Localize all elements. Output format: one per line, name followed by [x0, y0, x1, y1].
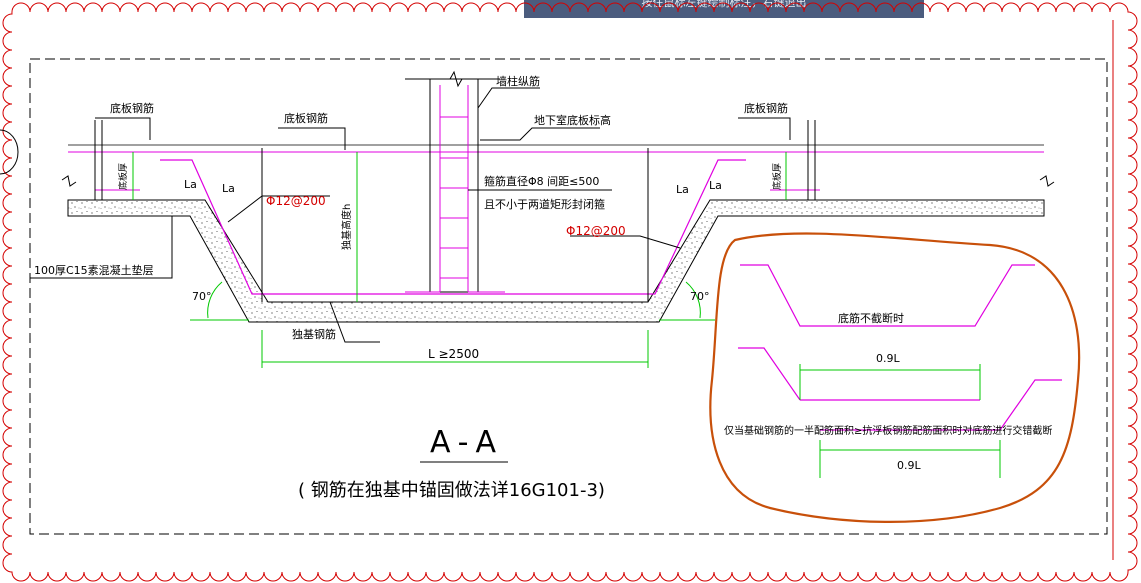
column-break [405, 70, 500, 88]
dim-length [261, 330, 649, 368]
leader-foundation-rebar [329, 301, 380, 343]
leader-cushion [30, 216, 173, 279]
label-bottom-rebar-left: 底板钢筋 [110, 101, 154, 115]
status-hint-text: 按住鼠标左键绘制标注，右键退出 [641, 0, 807, 9]
leader-bottom-rebar-right [738, 117, 791, 140]
break-line-left [61, 175, 77, 187]
leader-rebar-right [570, 235, 681, 249]
callout-case3-note: 仅当基础钢筋的一半配筋面积≥抗浮板钢筋配筋面积时对底筋进行交错截断 [724, 424, 1052, 437]
callout-case2-dim: 0.9L [876, 352, 900, 365]
angle-arc-right [685, 281, 701, 319]
label-stirrup-2: 且不小于两道矩形封闭箍 [484, 197, 605, 211]
leader-rebar-left [227, 195, 330, 223]
label-angle-left: 70° [192, 290, 212, 303]
label-la-3: La [676, 183, 689, 196]
break-line-right [1039, 175, 1055, 187]
leader-column-rebar [477, 87, 540, 109]
label-rebar-left: Φ12@200 [266, 194, 326, 208]
callout-rebar-case2a [738, 347, 801, 401]
label-slab-thickness-right: 底板厚 [771, 163, 783, 190]
label-rebar-right: Φ12@200 [566, 224, 626, 238]
section-title: A-A [430, 425, 496, 460]
callout-dim-case3 [819, 440, 1001, 478]
label-angle-right: 70° [690, 290, 710, 303]
column-stirrups [440, 116, 468, 279]
drawing-frame [29, 58, 1108, 535]
leader-bottom-rebar-mid [278, 127, 346, 150]
callout-rebar-case1 [740, 264, 1035, 327]
label-length: L ≥2500 [428, 347, 479, 361]
label-cushion: 100厚C15素混凝土垫层 [34, 263, 154, 277]
label-la-1: La [184, 178, 197, 191]
label-la-4: La [709, 179, 722, 192]
status-hint-bar: 按住鼠标左键绘制标注，右键退出 [524, 0, 924, 18]
label-bottom-rebar-mid: 底板钢筋 [284, 111, 328, 125]
label-column-rebar: 墙柱纵筋 [496, 74, 540, 88]
concrete-cushion [67, 199, 1045, 323]
callout-dim-case2 [799, 364, 981, 400]
label-bottom-rebar-right: 底板钢筋 [744, 101, 788, 115]
section-subtitle: ( 钢筋在独基中锚固做法详16G101-3) [298, 480, 605, 501]
callout-case3-dim: 0.9L [897, 459, 921, 472]
leader-elevation [480, 127, 600, 141]
label-foundation-height: 独基高度h [340, 204, 353, 250]
edge-arc-left [0, 129, 19, 175]
callout-rebar-case3 [820, 379, 1062, 431]
angle-arc-left [207, 281, 223, 319]
label-foundation-rebar: 独基钢筋 [292, 327, 336, 341]
foundation-rebar-bottom [160, 159, 746, 295]
callout-cloud [709, 232, 1081, 523]
leader-bottom-rebar-left [95, 117, 151, 140]
callout-case1-title: 底筋不截断时 [838, 311, 904, 325]
label-slab-thickness-left: 底板厚 [117, 163, 129, 190]
label-la-2: La [222, 182, 235, 195]
label-elevation: 地下室底板标高 [534, 113, 611, 127]
wall-column [429, 78, 479, 293]
label-stirrup-1: 箍筋直径Φ8 间距≤500 [484, 174, 599, 188]
